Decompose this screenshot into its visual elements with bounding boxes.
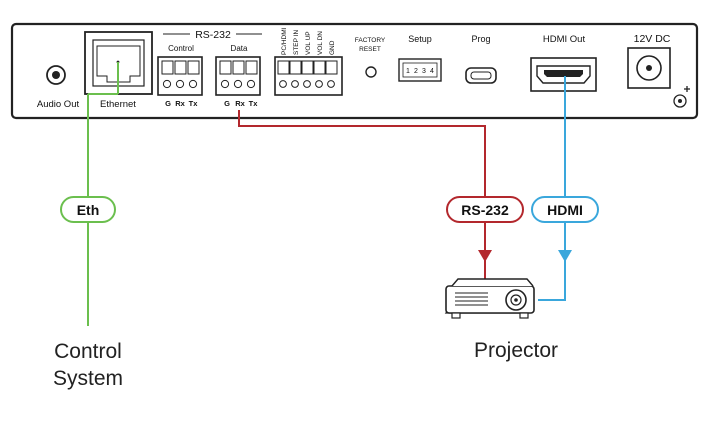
terminal-screw-icon	[188, 79, 198, 89]
gpio-pin-label: PC/HDMI	[281, 27, 288, 55]
pin-label: G	[165, 99, 171, 108]
svg-text:3: 3	[422, 68, 426, 75]
projector-label: Projector	[474, 339, 558, 362]
pin-label: Tx	[249, 99, 259, 108]
terminal-screw-icon	[279, 80, 287, 88]
gpio-pin-label: VOL DN	[317, 31, 324, 55]
hdmi-label: HDMI	[547, 202, 583, 218]
dc-polarity-icon	[673, 86, 690, 108]
setup-label: Setup	[408, 34, 432, 44]
gpio-pin-label: STEP IN	[293, 30, 300, 55]
prog-label: Prog	[471, 34, 490, 44]
svg-text:1: 1	[406, 68, 410, 75]
svg-text:FACTORY: FACTORY	[355, 37, 386, 44]
hdmi-out-port: HDMI Out	[530, 34, 597, 92]
hdmi-badge	[531, 196, 599, 223]
hdmi-out-label: HDMI Out	[543, 34, 586, 45]
setup-dip-switch: Setup 1 2 3 4	[398, 34, 442, 82]
terminal-screw-icon	[233, 79, 243, 89]
rs232-line	[238, 110, 486, 288]
audio-out-label: Audio Out	[37, 99, 80, 110]
hdmi-line	[538, 76, 566, 301]
pin-label: Tx	[189, 99, 199, 108]
rs232-badge	[446, 196, 524, 223]
hdmi-cable: HDMI	[531, 76, 599, 301]
reset-hole-icon	[365, 66, 377, 78]
terminal-screw-icon	[303, 80, 311, 88]
svg-text:RESET: RESET	[359, 46, 381, 53]
terminal-screw-icon	[220, 79, 230, 89]
terminal-screw-icon	[315, 80, 323, 88]
rs232-cable: RS-232	[238, 110, 524, 288]
svg-text:2: 2	[414, 68, 418, 75]
prog-usb-port: Prog	[465, 34, 497, 84]
pin-label: Rx	[175, 99, 185, 108]
gpio-terminal: PC/HDMI STEP IN VOL UP VOL DN GND	[274, 27, 343, 96]
rs232-group-label: RS-232	[195, 29, 231, 41]
projector-icon	[444, 278, 535, 319]
audio-out-port: Audio Out	[37, 65, 80, 110]
rear-panel: Audio Out Ethernet RS-232 Control G Rx T…	[10, 22, 699, 120]
power-port: 12V DC	[627, 33, 690, 108]
terminal-screw-icon	[175, 79, 185, 89]
terminal-screw-icon	[327, 80, 335, 88]
svg-text:4: 4	[430, 68, 434, 75]
hdmi-arrow-icon	[558, 250, 572, 262]
rs232-arrow-icon	[478, 250, 492, 262]
power-label: 12V DC	[634, 33, 671, 45]
eth-cable: Eth	[60, 62, 119, 326]
eth-label: Eth	[77, 202, 100, 218]
gpio-pin-label: VOL UP	[305, 31, 312, 55]
data-terminal: Data G Rx Tx	[215, 44, 261, 108]
terminal-screw-icon	[291, 80, 299, 88]
terminal-screw-icon	[162, 79, 172, 89]
factory-reset-button: FACTORY RESET	[355, 37, 386, 78]
pin-label: Rx	[235, 99, 245, 108]
terminal-screw-icon	[246, 79, 256, 89]
ethernet-label: Ethernet	[100, 99, 136, 110]
gpio-pin-label: GND	[329, 40, 336, 55]
control-system-label-line2: System	[53, 367, 123, 390]
control-label: Control	[168, 44, 194, 53]
control-system-label: Control	[54, 340, 122, 363]
rs232-label: RS-232	[461, 202, 509, 218]
control-terminal: Control G Rx Tx	[157, 44, 203, 108]
eth-badge	[60, 196, 116, 223]
pin-label: G	[224, 99, 230, 108]
data-label: Data	[231, 44, 248, 53]
